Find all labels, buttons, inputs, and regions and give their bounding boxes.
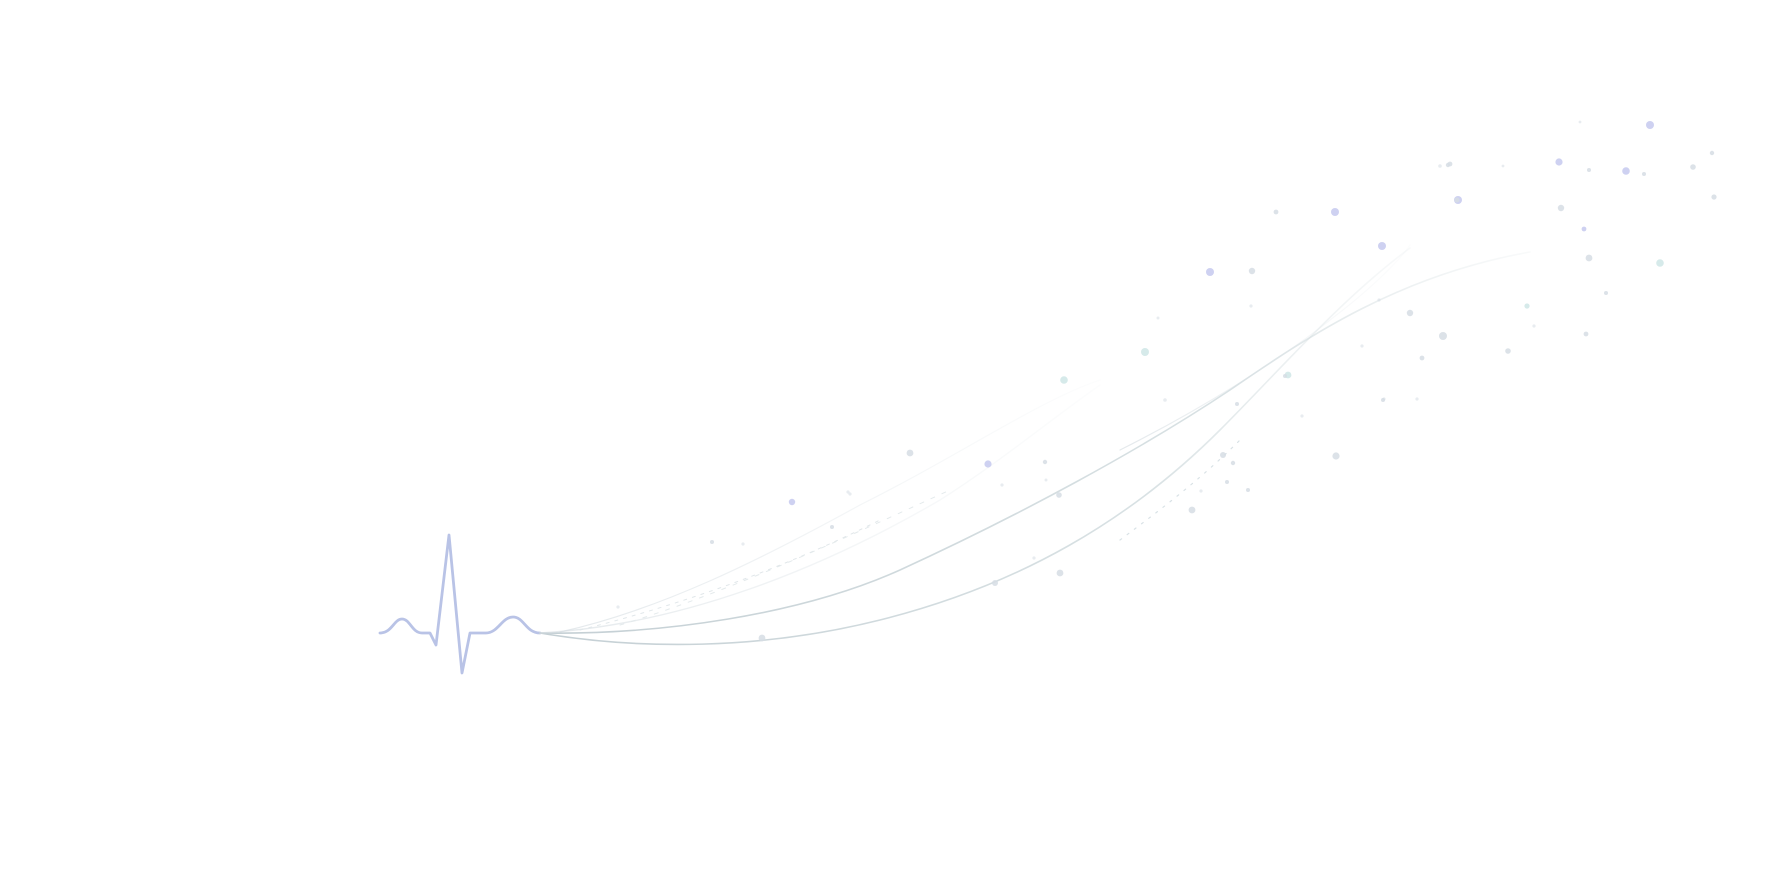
particle-dot xyxy=(1501,164,1505,168)
particle-dot xyxy=(1188,506,1196,514)
particle-dot xyxy=(1604,291,1608,295)
stream-line-top xyxy=(559,379,1101,633)
particle-dot xyxy=(1557,204,1565,212)
particle-dot xyxy=(1382,397,1386,401)
particle-dot xyxy=(1578,120,1582,124)
particle-dot xyxy=(1642,172,1646,176)
particle-dot xyxy=(1690,164,1696,170)
particle-dot xyxy=(1199,489,1203,493)
stream-line-upper xyxy=(539,384,1101,634)
particle-dot xyxy=(1438,164,1442,168)
particle-dot xyxy=(1246,488,1250,492)
particle-dot xyxy=(1283,374,1287,378)
particle-dot xyxy=(1555,158,1563,166)
data-stream-lines xyxy=(539,244,1531,646)
particle-dot xyxy=(1587,168,1591,172)
particle-dot xyxy=(1331,208,1339,216)
particle-dot xyxy=(984,460,992,468)
stream-line-faint-2 xyxy=(619,489,951,626)
stream-line-mid xyxy=(539,251,1531,634)
particle-dot xyxy=(1225,480,1229,484)
particle-dot xyxy=(1300,414,1304,418)
particle-dot xyxy=(1415,397,1419,401)
particle-dot xyxy=(1249,304,1253,308)
particle-dots xyxy=(616,120,1717,642)
particle-dot xyxy=(1583,331,1589,337)
particle-dot xyxy=(1032,556,1036,560)
particle-dot xyxy=(1505,348,1511,354)
particle-dot xyxy=(1585,254,1593,262)
particle-dot xyxy=(1060,376,1068,384)
particle-dot xyxy=(710,540,714,544)
particle-dot xyxy=(1141,348,1149,356)
particle-dot xyxy=(906,449,914,457)
particle-dot xyxy=(1439,332,1447,340)
particle-dot xyxy=(1711,194,1717,200)
particle-dot xyxy=(830,525,834,529)
stream-line-dotted xyxy=(1119,439,1241,541)
stream-line-high xyxy=(1119,244,1411,451)
particle-dot xyxy=(1230,460,1236,466)
particle-dot xyxy=(992,580,998,586)
particle-dot xyxy=(1622,167,1630,175)
particle-dot xyxy=(1273,209,1279,215)
particle-dot xyxy=(1163,398,1167,402)
particle-dot xyxy=(846,490,850,494)
particle-dot xyxy=(1656,259,1664,267)
particle-dot xyxy=(1646,121,1654,129)
stream-line-faint xyxy=(579,519,881,631)
particle-dot xyxy=(1378,242,1386,250)
particle-dot xyxy=(1581,226,1587,232)
particle-dot xyxy=(1524,303,1530,309)
ecg-waveform xyxy=(378,533,542,675)
particle-dot xyxy=(758,634,766,642)
particle-dot xyxy=(1000,483,1004,487)
particle-dot xyxy=(1235,402,1239,406)
ecg-pulse-icon xyxy=(158,533,542,675)
particle-dot xyxy=(1377,298,1381,302)
particle-dot xyxy=(1056,492,1062,498)
particle-dot xyxy=(1042,459,1048,465)
particle-dot xyxy=(1419,355,1425,361)
particle-dot xyxy=(1156,316,1160,320)
particle-dot xyxy=(616,605,620,609)
particle-dot xyxy=(1447,161,1453,167)
particle-dot xyxy=(1044,478,1048,482)
particle-dot xyxy=(1709,150,1715,156)
particle-dot xyxy=(1360,344,1364,348)
particle-dot xyxy=(1206,268,1214,276)
particle-dot xyxy=(1248,267,1256,275)
particle-dot xyxy=(1056,569,1064,577)
particle-dot xyxy=(1220,452,1226,458)
particle-dot xyxy=(1454,197,1460,203)
particle-dot xyxy=(741,542,745,546)
stream-line-lower xyxy=(539,247,1411,646)
particle-dot xyxy=(1532,324,1536,328)
particle-dot xyxy=(1332,452,1340,460)
particle-dot xyxy=(848,492,852,496)
particle-dot xyxy=(788,498,796,506)
particle-dot xyxy=(1406,309,1414,317)
